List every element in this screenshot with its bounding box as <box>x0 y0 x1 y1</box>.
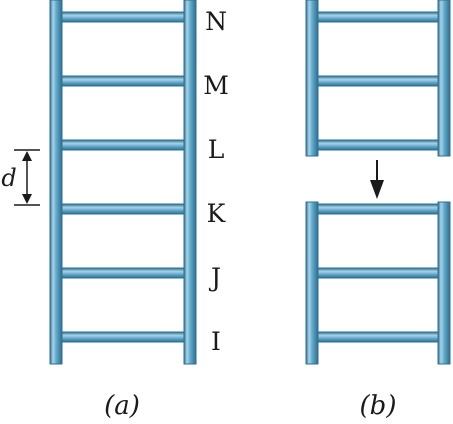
dimension-arrowhead-down <box>22 194 32 204</box>
ladder-a-rungs <box>59 11 187 343</box>
ladder-b-bottom-rung-1 <box>317 203 441 215</box>
ladder-a-left-rail <box>49 0 63 365</box>
ladder-a-rung-l <box>59 139 187 151</box>
ladder-b-bottom-right-rail <box>437 201 451 365</box>
rung-label-l: L <box>208 135 225 164</box>
ladder-a-rung-k <box>59 203 187 215</box>
ladder-b-top <box>305 0 451 157</box>
rung-labels: N M L K J I <box>203 7 229 356</box>
panel-b-caption: (b) <box>360 391 397 421</box>
ladder-b-top-right-rail <box>437 0 451 157</box>
ladder-a-right-rail <box>183 0 197 365</box>
rung-label-m: M <box>203 71 229 100</box>
down-arrow-head <box>370 180 384 199</box>
ladder-a-rung-n <box>59 11 187 23</box>
ladder-b-bottom <box>305 201 451 365</box>
ladder-b-top-rung-1 <box>317 11 441 23</box>
rung-label-j: J <box>208 263 221 292</box>
dimension-arrowhead-up <box>22 151 32 161</box>
rung-label-n: N <box>205 7 227 36</box>
ladder-b-bottom-left-rail <box>305 201 319 365</box>
ladder-b-top-rung-3 <box>317 139 441 151</box>
ladder-b-top-left-rail <box>305 0 319 157</box>
panel-a-caption: (a) <box>104 391 140 421</box>
spacing-dimension: d <box>1 149 40 206</box>
ladder-b-bottom-rung-2 <box>317 267 441 279</box>
spacing-label: d <box>1 164 16 192</box>
ladder-b-bottom-rung-3 <box>317 331 441 343</box>
ladder-a-rung-i <box>59 331 187 343</box>
ladder-b-top-rung-2 <box>317 75 441 87</box>
rung-label-i: I <box>211 327 221 356</box>
ladder-a-rung-m <box>59 75 187 87</box>
rung-label-k: K <box>207 199 227 228</box>
ladder-a <box>49 0 197 365</box>
ladder-a-rung-j <box>59 267 187 279</box>
down-arrow <box>370 160 384 199</box>
